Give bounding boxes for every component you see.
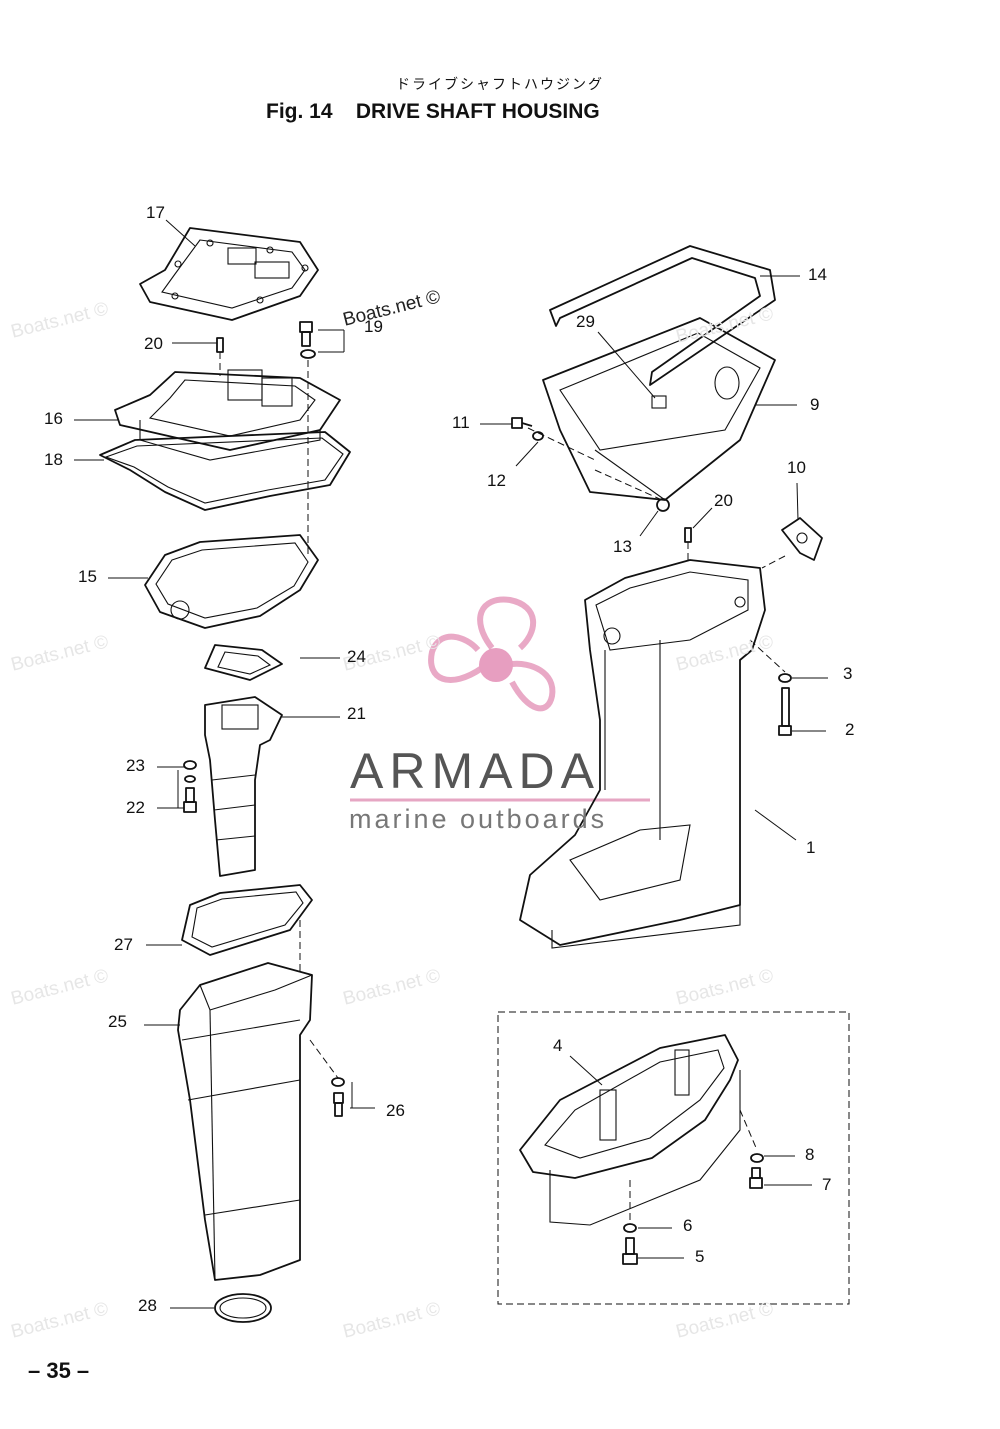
part-25-extension-case	[177, 962, 313, 1281]
part-21-exhaust-pipe	[204, 696, 283, 877]
part-26-bolt	[331, 1077, 345, 1117]
part-13-nut	[656, 498, 670, 512]
callout-5: 5	[695, 1247, 705, 1266]
figure-title-japanese: ドライブシャフトハウジング	[396, 77, 604, 93]
part-1-drive-shaft-housing	[519, 559, 766, 949]
logo-tagline: marine outboards	[349, 804, 608, 834]
part-18-seal	[99, 431, 351, 511]
callout-17: 17	[146, 203, 165, 222]
part-27-gasket	[181, 884, 313, 956]
callout-7: 7	[822, 1175, 832, 1194]
callout-14: 14	[808, 265, 827, 284]
callout-20: 20	[144, 334, 163, 353]
callout-27: 27	[114, 935, 133, 954]
part-4-lower-housing	[519, 1034, 741, 1226]
propeller-blade-top	[477, 596, 537, 651]
part-5-bolt	[622, 1237, 638, 1265]
callout-23: 23	[126, 756, 145, 775]
part-15-gasket	[144, 534, 319, 629]
part-12-washer	[532, 431, 544, 441]
callout-29: 29	[576, 312, 595, 331]
part-19-bolt	[299, 321, 316, 359]
callout-18: 18	[44, 450, 63, 469]
callout-11: 11	[452, 413, 470, 432]
callout-20-right: 20	[714, 491, 733, 510]
propeller-blade-left	[428, 633, 484, 683]
part-14-frame	[549, 245, 776, 386]
part-23-washer	[183, 760, 197, 770]
figure-number: Fig. 14	[266, 100, 333, 123]
part-3-washer	[778, 673, 792, 683]
part-28-o-ring	[214, 1293, 272, 1323]
callout-25: 25	[108, 1012, 127, 1031]
callout-15: 15	[78, 567, 97, 586]
callout-8: 8	[805, 1145, 815, 1164]
callout-12: 12	[487, 471, 506, 490]
callout-24: 24	[347, 647, 366, 666]
callout-10: 10	[787, 458, 806, 477]
part-16-mounting-plate	[114, 369, 341, 461]
part-7-bolt	[749, 1167, 763, 1189]
callout-28: 28	[138, 1296, 157, 1315]
part-17-gasket	[139, 227, 319, 321]
callout-3: 3	[843, 664, 853, 683]
part-2-bolt	[778, 687, 792, 736]
callout-13: 13	[613, 537, 632, 556]
callout-4: 4	[553, 1036, 563, 1055]
alignment-lines	[219, 352, 786, 1222]
part-10-rubber-mount	[781, 517, 823, 561]
callout-16: 16	[44, 409, 63, 428]
callout-21: 21	[347, 704, 366, 723]
part-9-under-cover	[542, 317, 776, 501]
callout-26: 26	[386, 1101, 405, 1120]
part-8-washer	[750, 1153, 764, 1163]
part-11-screw	[511, 417, 533, 429]
callout-6: 6	[683, 1216, 693, 1235]
part-22-bolt	[183, 775, 197, 813]
page-number: – 35 –	[28, 1358, 90, 1383]
callout-9: 9	[810, 395, 820, 414]
callout-22: 22	[126, 798, 145, 817]
figure-title: Fig. 14 DRIVE SHAFT HOUSING	[266, 100, 600, 124]
leader-lines	[74, 219, 828, 1309]
callout-19: 19	[364, 317, 383, 336]
callout-1: 1	[806, 838, 816, 857]
part-20-dowel-pin	[216, 337, 224, 353]
propeller-blade-right	[509, 660, 556, 712]
logo-brand-name: ARMADA	[350, 743, 600, 799]
figure-title-english: DRIVE SHAFT HOUSING	[355, 100, 600, 123]
part-20-dowel-pin	[684, 527, 692, 543]
part-24-gasket	[204, 644, 283, 681]
callout-2: 2	[845, 720, 855, 739]
propeller-hub	[479, 648, 513, 682]
part-6-washer	[623, 1223, 637, 1233]
armada-propeller-logo	[428, 596, 556, 712]
inset-box	[497, 1011, 850, 1305]
